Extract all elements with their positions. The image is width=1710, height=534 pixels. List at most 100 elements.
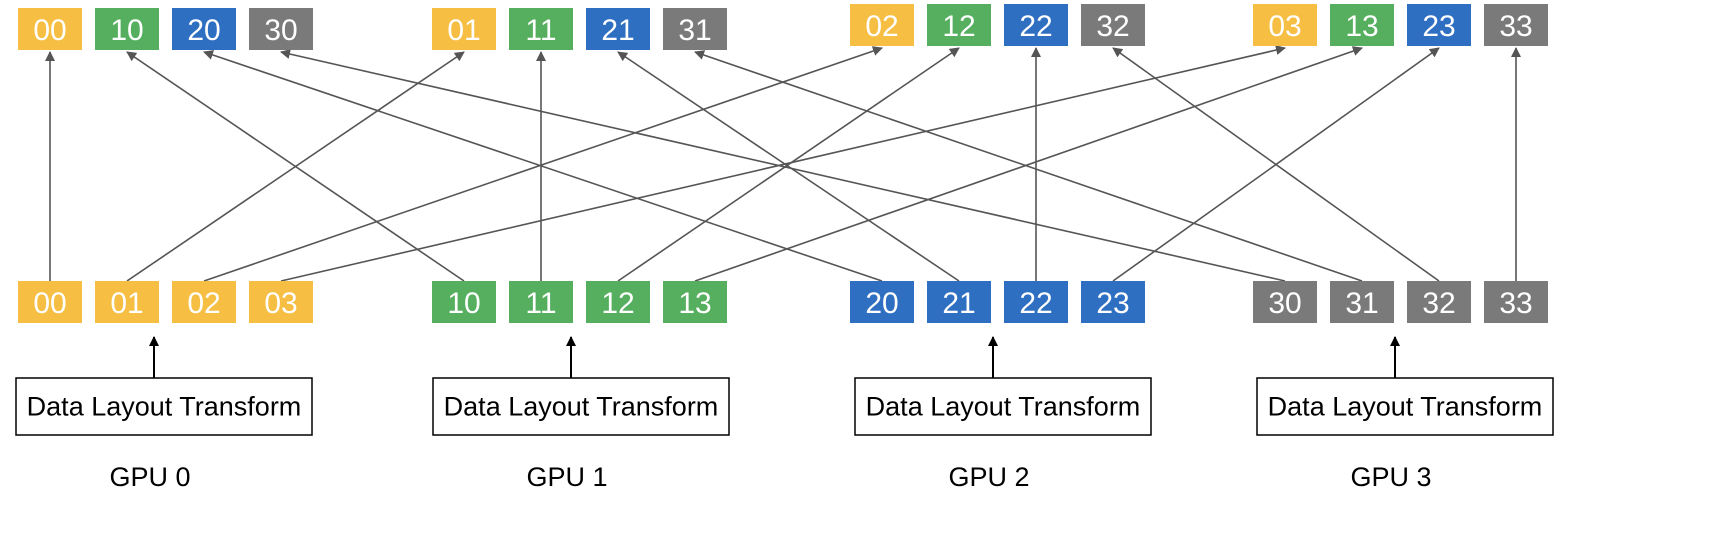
source-chunk-label: 12 [601, 287, 634, 320]
transform-box-label: Data Layout Transform [444, 392, 719, 422]
dest-chunk-rect [1484, 4, 1548, 46]
dest-chunk-label: 22 [1019, 10, 1052, 43]
dest-chunk-rect [850, 4, 914, 46]
source-chunk-rect [95, 281, 159, 323]
source-chunk-label: 32 [1422, 287, 1455, 320]
transfer-arrow-21 [617, 51, 960, 282]
dest-chunk-33: 33 [1484, 4, 1548, 46]
dest-chunk-label: 20 [187, 14, 220, 47]
dest-chunk-rect [1081, 4, 1145, 46]
dest-chunk-30: 30 [249, 8, 313, 50]
dest-chunk-label: 21 [601, 14, 634, 47]
data-layout-transform-box: Data Layout Transform [1256, 377, 1554, 436]
source-chunk-rect [509, 281, 573, 323]
transfer-arrow-30 [280, 49, 1286, 282]
source-chunk-rect [1330, 281, 1394, 323]
dest-chunk-32: 32 [1081, 4, 1145, 46]
source-chunk-30: 30 [1253, 281, 1317, 323]
dest-chunk-rect [1004, 4, 1068, 46]
dest-chunk-label: 32 [1096, 10, 1129, 43]
source-chunk-23: 23 [1081, 281, 1145, 323]
dest-chunk-rect [1407, 4, 1471, 46]
dest-chunk-label: 31 [678, 14, 711, 47]
transform-box-border [1256, 377, 1554, 436]
dest-chunk-01: 01 [432, 8, 496, 50]
source-chunk-10: 10 [432, 281, 496, 323]
dest-chunk-label: 30 [264, 14, 297, 47]
source-chunk-20: 20 [850, 281, 914, 323]
transfer-arrow-32 [1112, 47, 1440, 282]
gpu-label: GPU 2 [948, 462, 1029, 492]
dest-chunk-22: 22 [1004, 4, 1068, 46]
source-chunk-rect [586, 281, 650, 323]
dest-chunk-00: 00 [18, 8, 82, 50]
dest-chunk-12: 12 [927, 4, 991, 46]
dest-chunk-23: 23 [1407, 4, 1471, 46]
source-chunk-31: 31 [1330, 281, 1394, 323]
source-chunk-label: 30 [1268, 287, 1301, 320]
dest-chunk-13: 13 [1330, 4, 1394, 46]
dest-chunk-rect [586, 8, 650, 50]
source-chunk-rect [1484, 281, 1548, 323]
dest-chunk-rect [18, 8, 82, 50]
gpu-label: GPU 1 [526, 462, 607, 492]
dest-chunk-10: 10 [95, 8, 159, 50]
source-chunk-32: 32 [1407, 281, 1471, 323]
source-chunk-label: 31 [1345, 287, 1378, 320]
source-chunk-03: 03 [249, 281, 313, 323]
dest-chunk-rect [1330, 4, 1394, 46]
source-chunk-rect [927, 281, 991, 323]
source-chunk-rect [249, 281, 313, 323]
dest-chunk-label: 00 [33, 14, 66, 47]
source-chunk-label: 33 [1499, 287, 1532, 320]
dest-chunk-label: 13 [1345, 10, 1378, 43]
dest-chunk-31: 31 [663, 8, 727, 50]
transform-box-border [432, 377, 730, 436]
dest-chunk-label: 12 [942, 10, 975, 43]
source-chunk-rect [1004, 281, 1068, 323]
dest-chunk-label: 33 [1499, 10, 1532, 43]
source-chunk-label: 23 [1096, 287, 1129, 320]
source-chunk-33: 33 [1484, 281, 1548, 323]
transfer-arrows [45, 45, 1521, 282]
transfer-arrow-13 [694, 46, 1363, 282]
dest-chunk-rect [432, 8, 496, 50]
dest-chunk-rect [927, 4, 991, 46]
data-layout-transform-box: Data Layout Transform [15, 377, 313, 436]
source-chunk-rect [1407, 281, 1471, 323]
dest-chunk-21: 21 [586, 8, 650, 50]
gpu-label: GPU 0 [109, 462, 190, 492]
dest-chunk-label: 03 [1268, 10, 1301, 43]
dest-chunk-rect [95, 8, 159, 50]
source-chunk-rect [18, 281, 82, 323]
source-chunk-00: 00 [18, 281, 82, 323]
dest-chunk-label: 01 [447, 14, 480, 47]
data-layout-transform-box: Data Layout Transform [432, 377, 730, 436]
source-chunk-02: 02 [172, 281, 236, 323]
source-chunk-label: 20 [865, 287, 898, 320]
source-chunk-rect [850, 281, 914, 323]
source-chunk-label: 02 [187, 287, 220, 320]
transform-box-label: Data Layout Transform [866, 392, 1141, 422]
dest-chunk-11: 11 [509, 8, 573, 50]
dest-chunk-03: 03 [1253, 4, 1317, 46]
transfer-arrow-02 [203, 46, 883, 282]
source-chunk-rect [432, 281, 496, 323]
source-chunk-12: 12 [586, 281, 650, 323]
transform-box-label: Data Layout Transform [27, 392, 302, 422]
source-chunk-label: 22 [1019, 287, 1052, 320]
source-chunk-label: 13 [678, 287, 711, 320]
source-chunk-label: 10 [447, 287, 480, 320]
data-layout-transform-box: Data Layout Transform [854, 377, 1152, 436]
source-chunk-rect [172, 281, 236, 323]
source-chunk-11: 11 [509, 281, 573, 323]
dest-chunk-20: 20 [172, 8, 236, 50]
source-chunk-label: 21 [942, 287, 975, 320]
gpu-label: GPU 3 [1350, 462, 1431, 492]
